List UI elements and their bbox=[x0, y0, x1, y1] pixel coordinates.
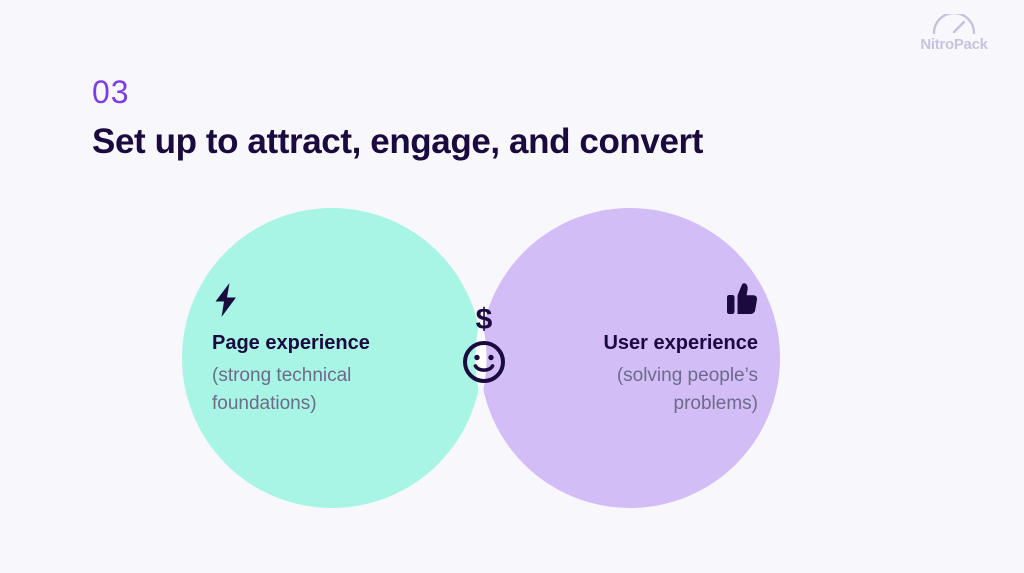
lightning-bolt-icon bbox=[212, 282, 442, 318]
venn-label-sub-right: (solving people’s problems) bbox=[616, 365, 758, 414]
venn-label-title-left: Page experience bbox=[212, 332, 370, 354]
thumbs-up-icon bbox=[528, 282, 758, 318]
svg-text:$: $ bbox=[476, 303, 493, 335]
section-number: 03 bbox=[92, 74, 130, 110]
venn-circle-page-experience bbox=[182, 208, 482, 508]
venn-label-sub-left: (strong technical foundations) bbox=[212, 365, 352, 414]
smiley-face-icon bbox=[440, 339, 528, 385]
venn-label-page-experience: Page experience (strong technical founda… bbox=[212, 282, 442, 418]
brand-name: NitroPack bbox=[920, 36, 988, 53]
speedometer-icon bbox=[906, 11, 1002, 39]
venn-intersection-labels: $ bbox=[440, 303, 528, 385]
page-title: Set up to attract, engage, and convert bbox=[92, 122, 704, 161]
dollar-sign-icon: $ bbox=[440, 303, 528, 337]
venn-intersection-stroke-left bbox=[480, 208, 487, 508]
venn-label-title-right: User experience bbox=[603, 332, 758, 354]
venn-circle-user-experience bbox=[480, 208, 780, 508]
brand-logo: NitroPack bbox=[906, 11, 1002, 54]
venn-label-user-experience: User experience (solving people’s proble… bbox=[528, 282, 758, 418]
